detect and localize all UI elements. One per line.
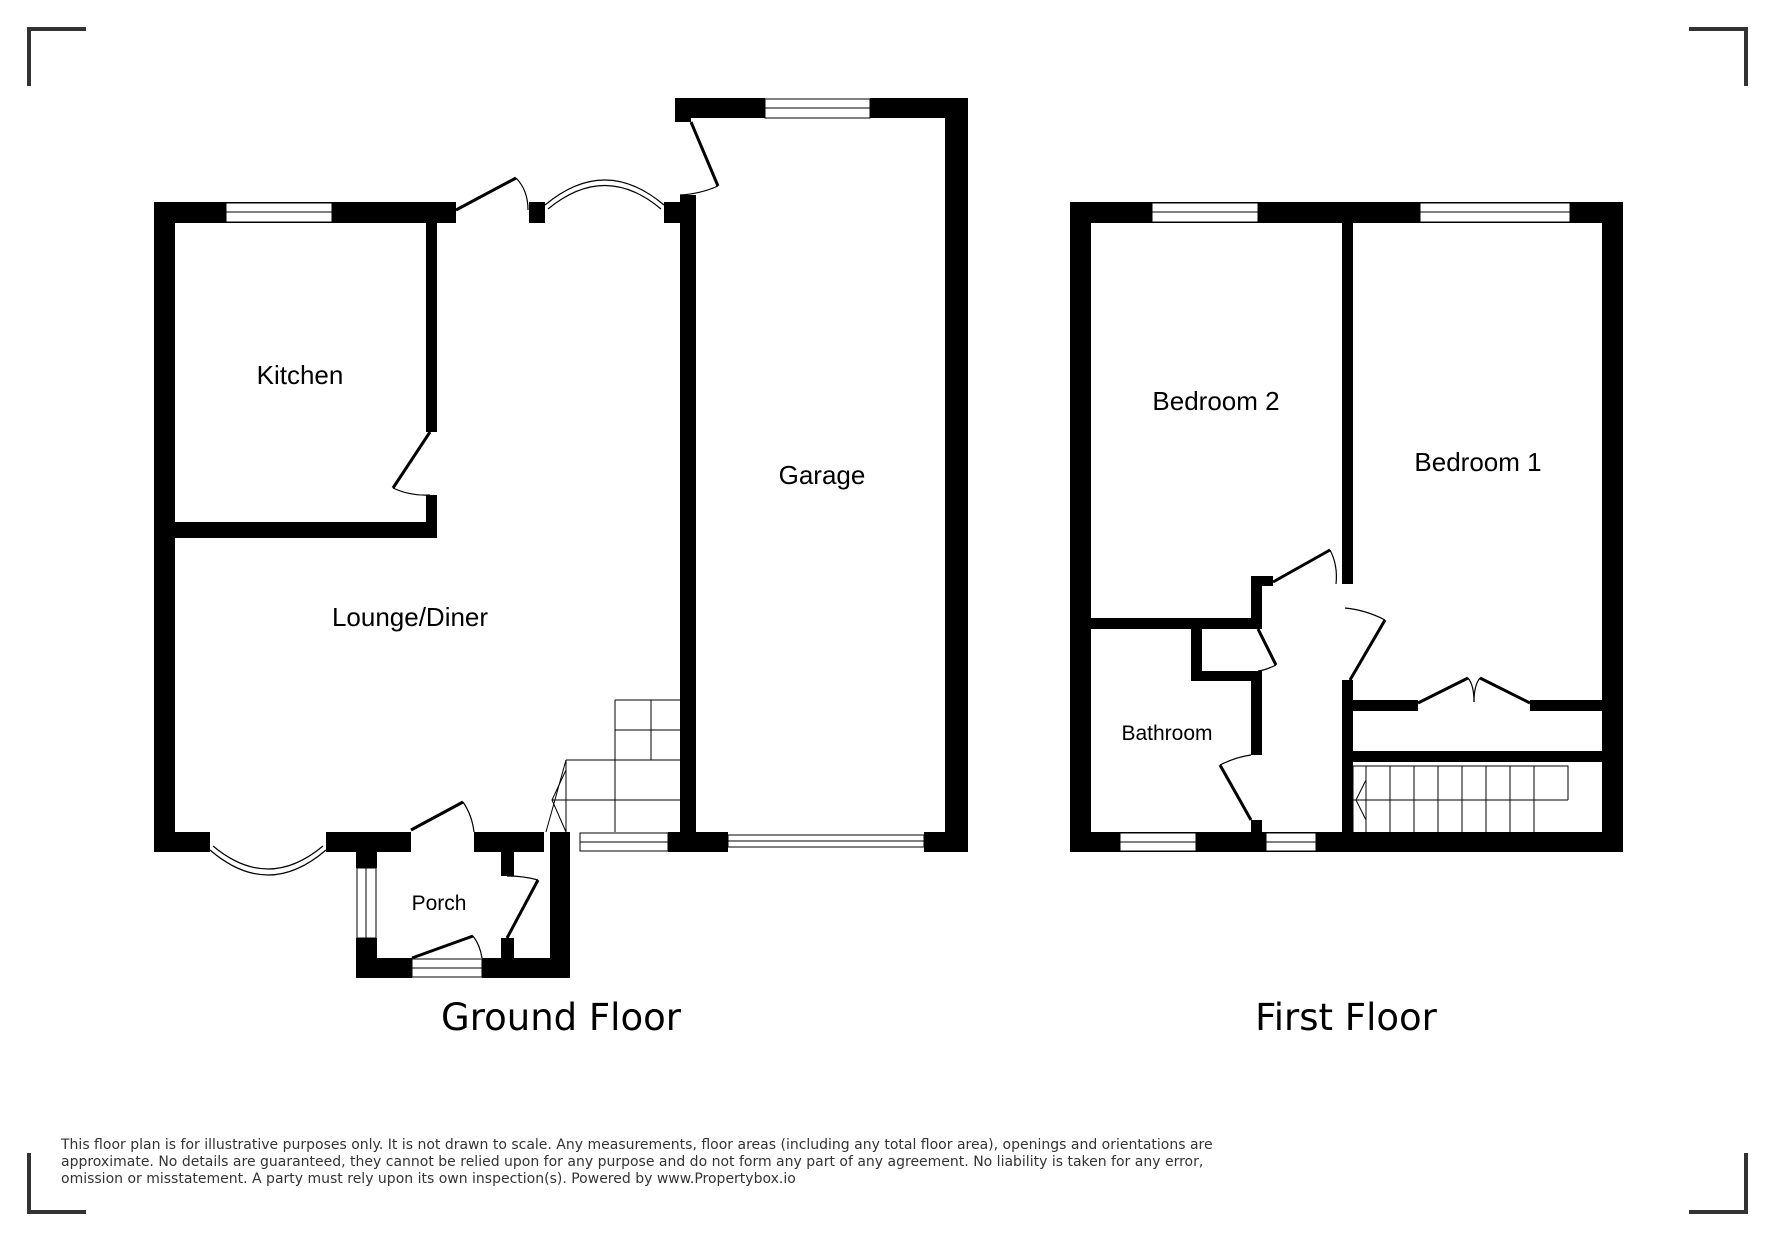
wall-porch-inner <box>501 842 514 876</box>
wall-porch-bottom-right <box>482 958 570 978</box>
floor-title-first: First Floor <box>1255 996 1437 1039</box>
door-kitchen <box>391 431 432 496</box>
wall-bedroom2-bottom <box>1091 618 1261 629</box>
wall-stair-top <box>1342 751 1353 852</box>
room-label-bedroom2: Bedroom 2 <box>1152 386 1279 416</box>
bay-window-rear <box>544 179 665 206</box>
wall-landing-stub-top <box>1251 576 1262 629</box>
wall-ff-right <box>1602 202 1623 852</box>
wall-garage-left-stub <box>675 98 691 122</box>
wall-garage-bottom-right <box>924 832 968 852</box>
wall-porch-right <box>550 832 570 978</box>
window-hall-front <box>579 832 669 852</box>
door-bedroom1 <box>1344 607 1387 681</box>
disclaimer-text: This floor plan is for illustrative purp… <box>61 1137 1213 1187</box>
crop-marks <box>27 27 1748 1214</box>
corner-mark-top-right <box>1689 27 1748 86</box>
wall-garage-right <box>945 98 968 852</box>
door-garage-rear <box>679 121 720 196</box>
wall-landing-stub-cap <box>1251 576 1273 586</box>
wall-ff-left <box>1070 202 1091 852</box>
wall-rear-pier-1 <box>529 202 545 223</box>
room-label-bedroom1: Bedroom 1 <box>1414 447 1541 477</box>
garage-door-opening <box>727 834 925 848</box>
wall-bathroom-right-lower <box>1251 820 1262 852</box>
floor-title-ground: Ground Floor <box>441 996 682 1039</box>
ground-floor-plan: Kitchen Lounge/Diner Garage Porch Ground… <box>154 98 968 1039</box>
door-porch-inner <box>410 800 475 833</box>
room-label-lounge: Lounge/Diner <box>332 602 488 632</box>
corner-mark-top-left <box>27 27 86 86</box>
wall-garage-top-right <box>870 98 968 118</box>
wall-bedroom-divider-lower <box>1342 680 1353 770</box>
corner-mark-bottom-right <box>1689 1153 1748 1214</box>
stairs-ground <box>545 699 689 833</box>
wall-kitchen-partition-upper <box>426 222 437 432</box>
wall-porch-left-upper <box>356 832 377 868</box>
wall-garage-shared <box>680 195 696 852</box>
window-kitchen <box>225 202 333 223</box>
wall-garage-bottom-left <box>668 832 728 852</box>
wall-kitchen-partition-lower <box>426 495 437 538</box>
window-porch-front <box>411 958 483 978</box>
door-porch-side <box>505 875 540 939</box>
window-bedroom2 <box>1151 202 1259 223</box>
wall-wardrobe-top-right <box>1530 700 1602 711</box>
wall-wardrobe-bottom <box>1342 751 1602 762</box>
bay-window-lounge <box>209 849 327 876</box>
wall-cupboard-bottom <box>1191 671 1261 681</box>
corner-mark-bottom-left <box>27 1153 86 1214</box>
door-bedroom2 <box>1272 548 1337 585</box>
door-wardrobe <box>1417 676 1531 705</box>
stairs-first <box>1352 765 1569 832</box>
wall-bathroom-right <box>1251 671 1262 755</box>
first-floor-plan: Bedroom 2 Bedroom 1 Bathroom First Floor <box>1070 202 1623 1039</box>
wall-bedroom-divider-upper <box>1342 222 1353 584</box>
room-label-garage: Garage <box>779 460 866 490</box>
wall-lounge-bottom-left <box>154 832 210 852</box>
wall-porch-bottom-left <box>356 958 412 978</box>
window-bedroom1 <box>1419 202 1571 223</box>
window-porch-side <box>356 867 377 939</box>
door-porch-front <box>411 934 483 960</box>
wall-garage-top-left <box>675 98 765 118</box>
wall-porch-inner-lower <box>501 938 514 962</box>
window-landing <box>1265 832 1317 852</box>
window-garage-rear <box>764 98 871 119</box>
door-rear-lounge <box>455 176 529 212</box>
window-bathroom <box>1119 832 1197 852</box>
wall-wardrobe-top-left <box>1353 700 1418 711</box>
door-cupboard <box>1256 628 1278 672</box>
room-label-bathroom: Bathroom <box>1121 722 1212 745</box>
wall-kitchen-divider <box>154 522 437 538</box>
door-bathroom <box>1218 754 1253 821</box>
room-label-kitchen: Kitchen <box>257 360 344 390</box>
room-label-porch: Porch <box>412 892 467 915</box>
wall-cupboard-left <box>1191 629 1202 681</box>
